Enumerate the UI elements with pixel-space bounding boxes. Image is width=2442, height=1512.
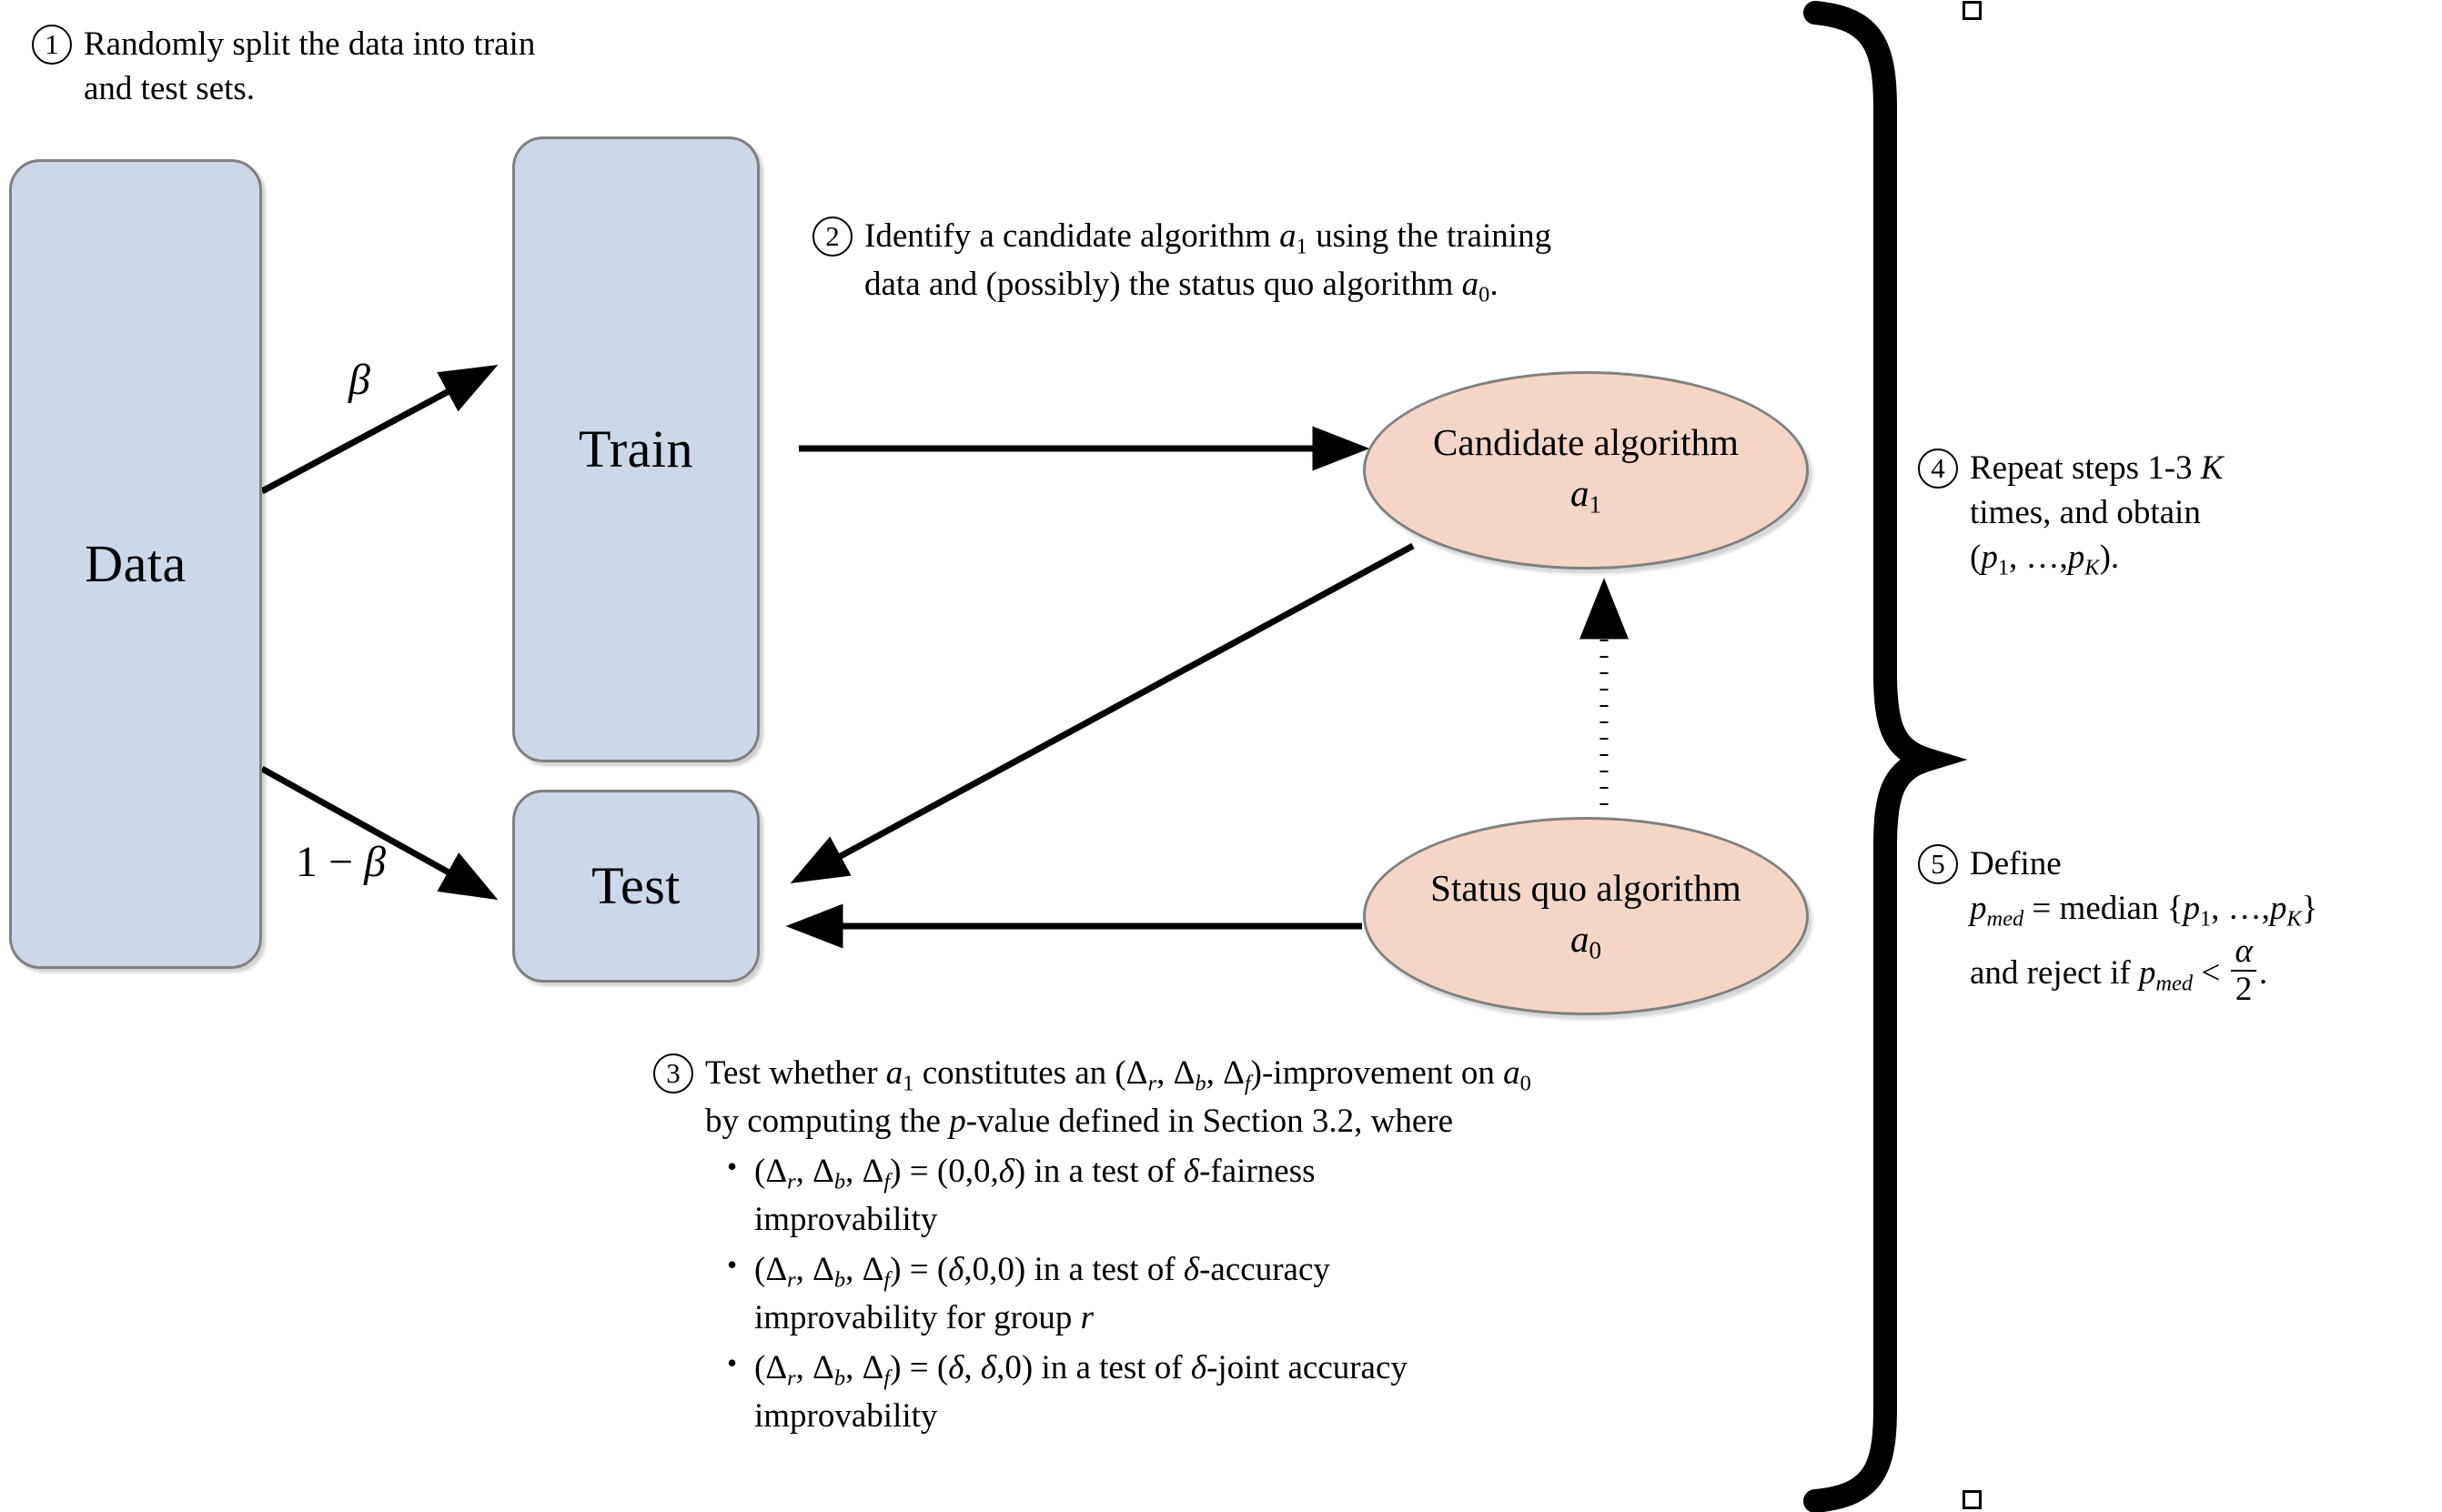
bullet-3-line-1: (Δr, Δb, Δf) = (δ, δ,0) in a test of δ-j… [754, 1348, 1408, 1391]
node-test-label: Test [591, 856, 681, 915]
step-2-number: 2 [812, 217, 853, 257]
step-4-line-3: (p1, …,pK). [1970, 539, 2120, 580]
step-5-body: Define pmed = median {p1, …,pK} and reje… [1970, 842, 2317, 1006]
step-1: 1 Randomly split the data into train and… [32, 22, 723, 111]
step-3: 3 Test whether a1 constitutes an (Δr, Δb… [653, 1051, 1809, 1438]
step-1-line-2: and test sets. [84, 70, 256, 108]
statusquo-title: Status quo algorithm [1430, 866, 1741, 909]
step-2: 2 Identify a candidate algorithm a1 usin… [812, 214, 1786, 310]
step-4-line-2: times, and obtain [1970, 494, 2201, 532]
step-3-body: Test whether a1 constitutes an (Δr, Δb, … [705, 1051, 1531, 1438]
node-test[interactable]: Test [512, 790, 760, 983]
node-train-label: Train [578, 419, 694, 479]
list-item: (Δr, Δb, Δf) = (δ, δ,0) in a test of δ-j… [727, 1344, 1531, 1438]
step-2-line-1: Identify a candidate algorithm a1 using … [864, 217, 1552, 259]
bullet-1-line-2: improvability [754, 1200, 938, 1238]
node-data[interactable]: Data [9, 159, 262, 969]
selection-handle-top[interactable] [1963, 1, 1982, 20]
step-5: 5 Define pmed = median {p1, …,pK} and re… [1918, 842, 2427, 1006]
node-status-quo-algorithm[interactable]: Status quo algorithm a0 [1363, 817, 1809, 1015]
step-5-line-1: Define [1970, 845, 2062, 882]
step-4-body: Repeat steps 1-3 K times, and obtain (p1… [1970, 446, 2223, 583]
step-1-line-1: Randomly split the data into train [84, 25, 536, 63]
candidate-symbol: a1 [1569, 471, 1602, 519]
step-3-number: 3 [653, 1053, 693, 1094]
step-5-number: 5 [1918, 844, 1958, 884]
edge-label-beta: β [348, 356, 370, 404]
node-data-label: Data [85, 534, 187, 593]
bullet-2-line-1: (Δr, Δb, Δf) = (δ,0,0) in a test of δ-ac… [754, 1250, 1330, 1293]
arrow-candidate-to-test [790, 542, 1415, 884]
candidate-title: Candidate algorithm [1433, 420, 1739, 463]
arrow-data-to-train [260, 365, 499, 495]
step-1-number: 1 [32, 25, 72, 65]
node-train[interactable]: Train [512, 136, 760, 762]
step-4-line-1: Repeat steps 1-3 K [1970, 449, 2224, 487]
grouping-brace [1803, 1, 1968, 1512]
bullet-1-line-1: (Δr, Δb, Δf) = (0,0,δ) in a test of δ-fa… [754, 1152, 1316, 1194]
list-item: (Δr, Δb, Δf) = (δ,0,0) in a test of δ-ac… [727, 1245, 1531, 1340]
step-2-body: Identify a candidate algorithm a1 using … [864, 214, 1551, 310]
node-candidate-algorithm[interactable]: Candidate algorithm a1 [1363, 371, 1809, 570]
bullet-2-line-2: improvability for group r [754, 1298, 1095, 1336]
step-4: 4 Repeat steps 1-3 K times, and obtain (… [1918, 446, 2391, 583]
step-2-line-2: data and (possibly) the status quo algor… [864, 265, 1498, 307]
bullet-3-line-2: improvability [754, 1396, 938, 1435]
step-3-bullet-list: (Δr, Δb, Δf) = (0,0,δ) in a test of δ-fa… [705, 1147, 1531, 1438]
step-3-line-1: Test whether a1 constitutes an (Δr, Δb, … [705, 1054, 1531, 1096]
list-item: (Δr, Δb, Δf) = (0,0,δ) in a test of δ-fa… [727, 1147, 1531, 1242]
step-1-body: Randomly split the data into train and t… [84, 22, 535, 111]
step-5-line-2: pmed = median {p1, …,pK} [1970, 890, 2318, 932]
selection-handle-bottom[interactable] [1963, 1490, 1982, 1509]
step-3-line-2: by computing the p-value defined in Sect… [705, 1102, 1454, 1140]
step-4-number: 4 [1918, 449, 1958, 489]
statusquo-symbol: a0 [1569, 917, 1602, 964]
edge-label-one-minus-beta: 1 − β [296, 838, 386, 886]
